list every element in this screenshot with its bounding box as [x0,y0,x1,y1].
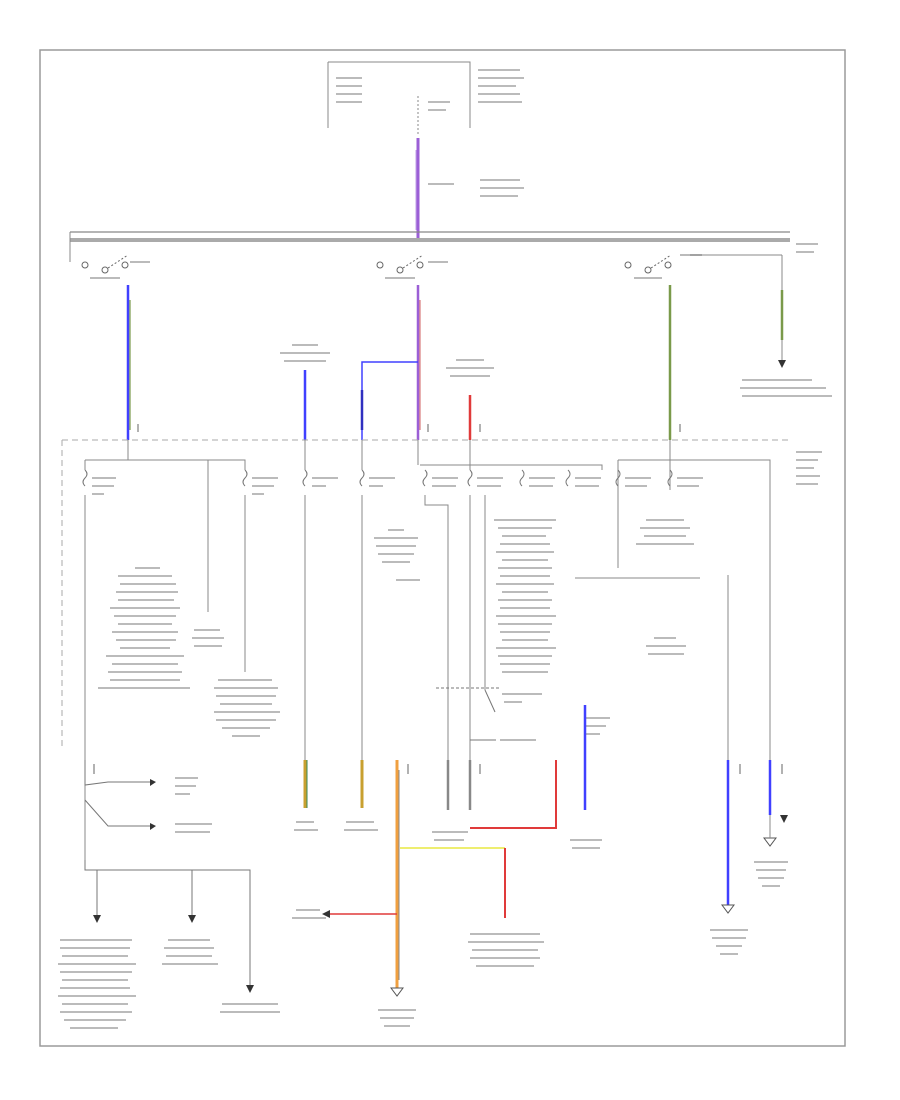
junction-verticals [84,495,729,860]
label-right-top [740,379,832,397]
load-list-670 [636,519,694,655]
label-305 [280,344,330,362]
arrow-left-2 [150,823,156,830]
ground-symbols [390,837,777,997]
switch-bus [69,231,790,262]
arrow-left-4 [188,915,196,923]
arrow-left-5 [246,985,254,993]
arrow-right-top [778,360,786,368]
arrow-left-1 [150,779,156,786]
fuse-row [82,469,673,487]
switch-middle [376,254,448,279]
relay-center-labels [500,693,610,741]
label-junction-block [796,451,822,485]
left-bottom-branch [84,760,251,985]
ignition-text-lines [336,69,818,253]
fuse-labels [92,477,703,495]
arrow-left-3 [93,915,101,923]
switch-left [81,254,150,279]
wire-red-loop [470,760,557,829]
arrow-red-left [322,910,330,918]
connector-marks [93,424,783,774]
load-list-530 [494,519,556,673]
load-list-245 [214,679,280,737]
arrow-right-770 [780,815,788,823]
junction-block-boundary [61,439,790,750]
switch-right [624,254,782,279]
relay-center [436,687,500,741]
load-list-208 [192,629,224,647]
label-red-top [446,359,494,377]
load-list-left [98,567,190,689]
diagram-frame [39,49,846,1047]
ignition-switch-block [327,61,471,135]
wire-blue-jumper [361,361,418,440]
bottom-labels [292,821,788,1027]
inner-bus [84,440,771,760]
left-bottom-labels [58,777,280,1029]
load-list-400 [374,529,420,581]
